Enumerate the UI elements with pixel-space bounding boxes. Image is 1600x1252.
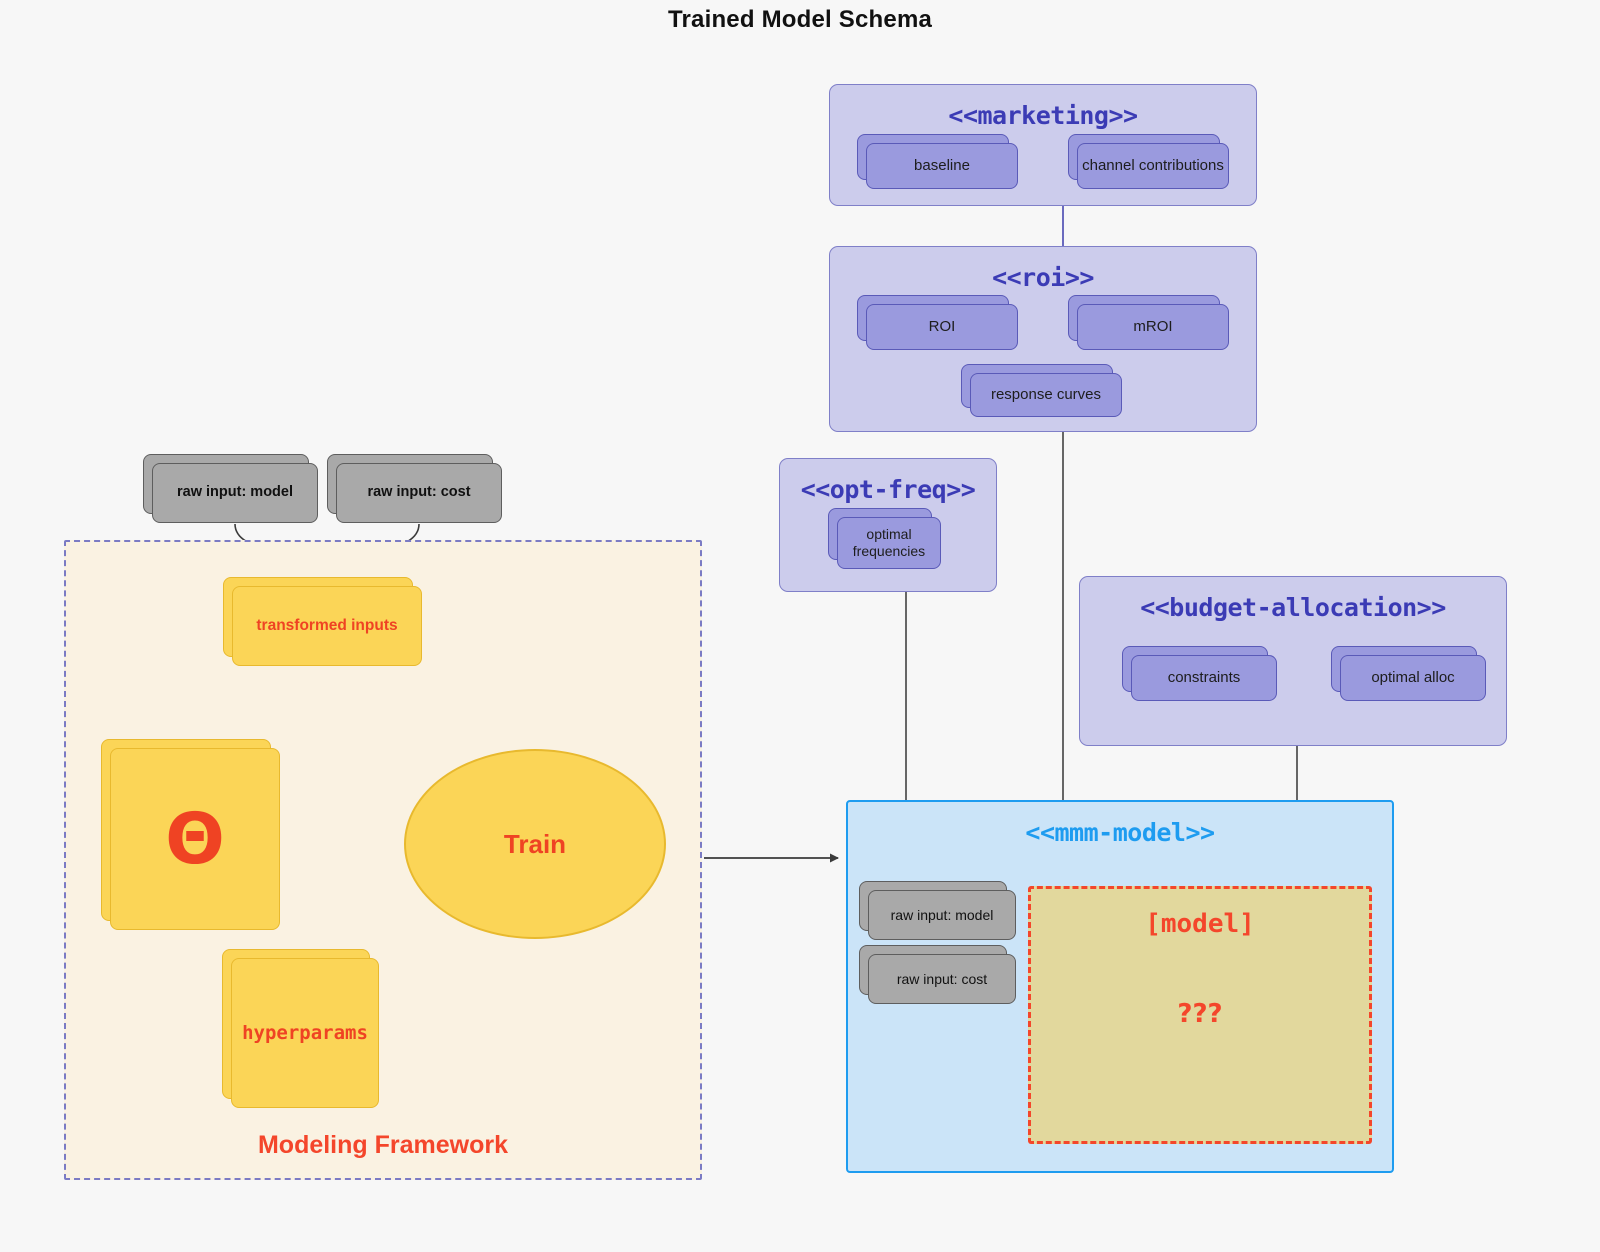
node-response-curves[interactable]: response curves — [961, 364, 1122, 417]
node-baseline[interactable]: baseline — [857, 134, 1018, 189]
node-channel-contributions[interactable]: channel contributions — [1068, 134, 1229, 189]
theta-parameters-node[interactable]: Θ — [101, 739, 280, 930]
mmm-raw-input-cost-node[interactable]: raw input: cost — [859, 945, 1016, 1004]
node-constraints[interactable]: constraints — [1122, 646, 1277, 701]
transformed-inputs-label: transformed inputs — [232, 586, 422, 666]
hyperparams-label: hyperparams — [231, 958, 379, 1108]
raw-input-cost-node[interactable]: raw input: cost — [327, 454, 502, 523]
raw-input-model-label: raw input: model — [152, 463, 318, 523]
node-roi[interactable]: ROI — [857, 295, 1018, 350]
package-budget-allocation-title: <<budget-allocation>> — [1140, 593, 1446, 622]
node-mroi-label: mROI — [1077, 304, 1229, 350]
package-roi-title: <<roi>> — [992, 263, 1094, 292]
node-optimal-frequencies-label: optimal frequencies — [837, 517, 941, 569]
mmm-raw-input-model-node[interactable]: raw input: model — [859, 881, 1016, 940]
hyperparams-node[interactable]: hyperparams — [222, 949, 379, 1108]
node-roi-label: ROI — [866, 304, 1018, 350]
raw-input-model-node[interactable]: raw input: model — [143, 454, 318, 523]
transformed-inputs-node[interactable]: transformed inputs — [223, 577, 422, 666]
package-opt-freq[interactable]: <<opt-freq>> optimal frequencies — [779, 458, 997, 592]
theta-symbol: Θ — [110, 748, 280, 930]
node-optimal-alloc[interactable]: optimal alloc — [1331, 646, 1486, 701]
modeling-framework-label: Modeling Framework — [257, 1131, 509, 1159]
node-baseline-label: baseline — [866, 143, 1018, 189]
package-opt-freq-title: <<opt-freq>> — [800, 475, 976, 504]
node-constraints-label: constraints — [1131, 655, 1277, 701]
train-process-node[interactable]: Train — [404, 749, 666, 939]
raw-input-cost-label: raw input: cost — [336, 463, 502, 523]
model-placeholder-region[interactable]: [model] ??? — [1028, 886, 1372, 1144]
mmm-raw-input-cost-label: raw input: cost — [868, 954, 1016, 1004]
package-marketing-title: <<marketing>> — [948, 101, 1138, 130]
node-mroi[interactable]: mROI — [1068, 295, 1229, 350]
package-mmm-model-title: <<mmm-model>> — [1025, 818, 1215, 847]
package-marketing[interactable]: <<marketing>> baseline channel contribut… — [829, 84, 1257, 206]
page-title: Trained Model Schema — [667, 6, 933, 33]
node-channel-contributions-label: channel contributions — [1077, 143, 1229, 189]
node-response-curves-label: response curves — [970, 373, 1122, 417]
package-budget-allocation[interactable]: <<budget-allocation>> constraints optima… — [1079, 576, 1507, 746]
package-roi[interactable]: <<roi>> ROI mROI response curves — [829, 246, 1257, 432]
node-optimal-alloc-label: optimal alloc — [1340, 655, 1486, 701]
package-mmm-model[interactable]: <<mmm-model>> raw input: model raw input… — [846, 800, 1394, 1173]
node-optimal-frequencies[interactable]: optimal frequencies — [828, 508, 941, 569]
train-label: Train — [503, 828, 567, 859]
model-unknown-label: ??? — [1177, 999, 1223, 1029]
model-label: [model] — [1145, 909, 1255, 939]
mmm-raw-input-model-label: raw input: model — [868, 890, 1016, 940]
